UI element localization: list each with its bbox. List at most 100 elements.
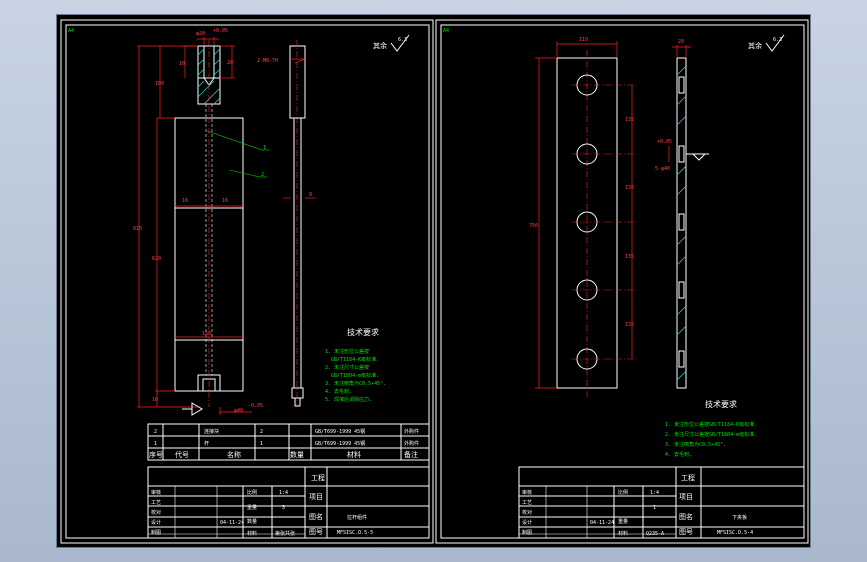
- pitch-dim-2: 135: [625, 185, 634, 191]
- right-sheet: A4 其余 6.3: [435, 19, 809, 544]
- item-label: 项目: [679, 493, 693, 501]
- project-label: 工程: [681, 473, 695, 482]
- top-hole-diameter-dim: φ20: [196, 31, 205, 37]
- right-plate-dimensions: 110 750 135 135 135 135: [529, 37, 634, 389]
- bom-header-code: 代号: [175, 450, 189, 459]
- figure-name-label: 图名: [309, 512, 323, 521]
- bom-header-qty: 数量: [290, 450, 304, 459]
- sheet-label: 第张共张: [275, 530, 295, 537]
- bom-row-qty: 2: [260, 429, 263, 435]
- left-sheet-inner-frame: [65, 24, 430, 539]
- pitch-dim-4: 135: [625, 322, 634, 328]
- right-tech-req-title: 技术要求: [705, 399, 737, 409]
- scale-value: 1:4: [650, 490, 659, 496]
- item-label: 项目: [309, 493, 323, 501]
- bottom-diameter-dim: φ40: [234, 408, 243, 414]
- left-tech-req-line: 5. 焊接后消除应力.: [325, 396, 372, 403]
- title-row-label: 制图: [522, 529, 532, 536]
- date-value: 04-11-24: [590, 520, 614, 526]
- bottom-small-dim: 10: [152, 397, 158, 403]
- plate-length-dim: 750: [529, 223, 538, 229]
- bom-row-no: 2: [154, 429, 157, 435]
- figure-name: 拉杆组件: [347, 514, 367, 521]
- material-label: 材料: [247, 530, 257, 537]
- bom-header-no: 序号: [149, 450, 163, 459]
- left-tech-requirements: 技术要求 1. 未注形位公差按 GB/T1184-K级标准. 2. 未注尺寸公差…: [325, 327, 386, 403]
- bom-row-name: 连接块: [204, 428, 219, 435]
- leader-1-label: 1: [263, 145, 266, 151]
- title-row-label: 审核: [151, 489, 161, 496]
- material-label: 材料: [618, 530, 628, 537]
- left-sheet-outer-frame: [60, 19, 434, 544]
- bom-header-name: 名称: [227, 450, 241, 459]
- project-label: 工程: [311, 473, 325, 482]
- right-tech-req-line: 1. 未注形位公差按GB/T1184-K级标准.: [665, 421, 757, 428]
- left-bom-table: 2 连接块 2 GB/T699-1999 45钢 外购件 1 杆 1 GB/T6…: [147, 423, 430, 461]
- pitch-dim-3: 135: [625, 254, 634, 260]
- weight-label: 重量: [618, 518, 628, 525]
- left-part-side-view: 8 2-M8-7H: [257, 40, 315, 407]
- bom-row-no: 1: [154, 441, 157, 447]
- scale-value: 1:4: [279, 490, 288, 496]
- right-tech-requirements: 技术要求 1. 未注形位公差按GB/T1184-K级标准. 2. 未注尺寸公差按…: [665, 399, 757, 458]
- total-height-dim: 815: [133, 226, 142, 232]
- left-part-main-view: [174, 40, 244, 407]
- top-len-dim: 10: [179, 61, 185, 67]
- left-tech-req-line: 4. 去毛刺.: [325, 388, 352, 395]
- date-value: 04-11-24: [220, 520, 244, 526]
- title-row-label: 校对: [151, 509, 161, 516]
- bom-row-name: 杆: [204, 440, 209, 447]
- cad-viewport[interactable]: A4 其余 6.3: [56, 14, 811, 548]
- plate-width-dim: 110: [579, 37, 588, 43]
- bom-row-note: 外购件: [404, 440, 419, 447]
- bom-row-qty: 1: [260, 441, 263, 447]
- right-roughness-value: 6.3: [773, 37, 782, 43]
- cad-drawing: A4 其余 6.3: [60, 19, 809, 544]
- left-tech-req-line: GB/T1804-m级标准.: [331, 372, 379, 379]
- title-row-label: 工艺: [522, 500, 532, 506]
- body-height-dim: 620: [152, 256, 161, 262]
- body-width-dim: 150: [202, 331, 211, 337]
- hole-tolerance: +0.05: [657, 139, 672, 145]
- right-roughness-icon: [765, 34, 785, 52]
- scale-label: 比例: [618, 489, 628, 496]
- hole-spec-dim: 5-φ40: [655, 166, 670, 172]
- title-row-label: 工艺: [151, 500, 161, 506]
- figure-no: MFSISC.D.5-5: [337, 530, 373, 536]
- left-tech-req-line: 3. 未注倒角为C0.5×45°.: [325, 380, 386, 387]
- title-row-label: 制图: [151, 529, 161, 536]
- scale-label: 比例: [247, 489, 257, 496]
- qty-label: 数量: [247, 518, 257, 525]
- plate-thickness-dim: 20: [678, 39, 684, 45]
- right-title-block: 工程 项目 图名 下夹板 图号 MFSISC.D.5-4 审核 工艺 校对 设计…: [518, 466, 805, 539]
- qty-value: 1: [653, 505, 656, 511]
- left-roughness-label: 其余: [373, 41, 387, 50]
- width-left-dim: 16: [182, 198, 188, 204]
- right-plate-front-view: [556, 50, 637, 397]
- right-tech-req-line: 3. 未注倒角为C0.5×45°.: [665, 441, 726, 448]
- title-row-label: 校对: [522, 509, 532, 516]
- left-sheet: A4 其余 6.3: [60, 19, 434, 544]
- bom-row-note: 外购件: [404, 428, 419, 435]
- right-tech-req-line: 4. 去毛刺.: [665, 451, 692, 458]
- material-value: Q235-A: [646, 531, 664, 537]
- title-row-label: 设计: [522, 519, 532, 526]
- pitch-dim-1: 135: [625, 117, 634, 123]
- right-plate-side-view: 20 5-φ40 +0.05: [655, 39, 709, 389]
- left-roughness-icon: [390, 34, 410, 52]
- left-tech-req-line: GB/T1184-K级标准.: [331, 356, 379, 363]
- figure-no-label: 图号: [309, 528, 323, 536]
- left-roughness-value: 6.3: [398, 37, 407, 43]
- left-part-dimensions: φ20 +0.05 20 10 100 815 620 10: [133, 28, 263, 416]
- bom-header-material: 材料: [347, 450, 361, 459]
- bom-header-note: 备注: [404, 450, 418, 459]
- weight-label: 重量: [247, 504, 257, 511]
- right-sheet-size: A4: [443, 28, 449, 34]
- side-thickness-dim: 8: [309, 192, 312, 198]
- figure-no: MFSISC.D.5-4: [717, 530, 753, 536]
- thread-dim: 2-M8-7H: [257, 58, 278, 64]
- figure-name-label: 图名: [679, 512, 693, 521]
- width-right-dim: 16: [222, 198, 228, 204]
- left-tech-req-title: 技术要求: [347, 327, 379, 337]
- left-tech-req-line: 1. 未注形位公差按: [325, 348, 369, 355]
